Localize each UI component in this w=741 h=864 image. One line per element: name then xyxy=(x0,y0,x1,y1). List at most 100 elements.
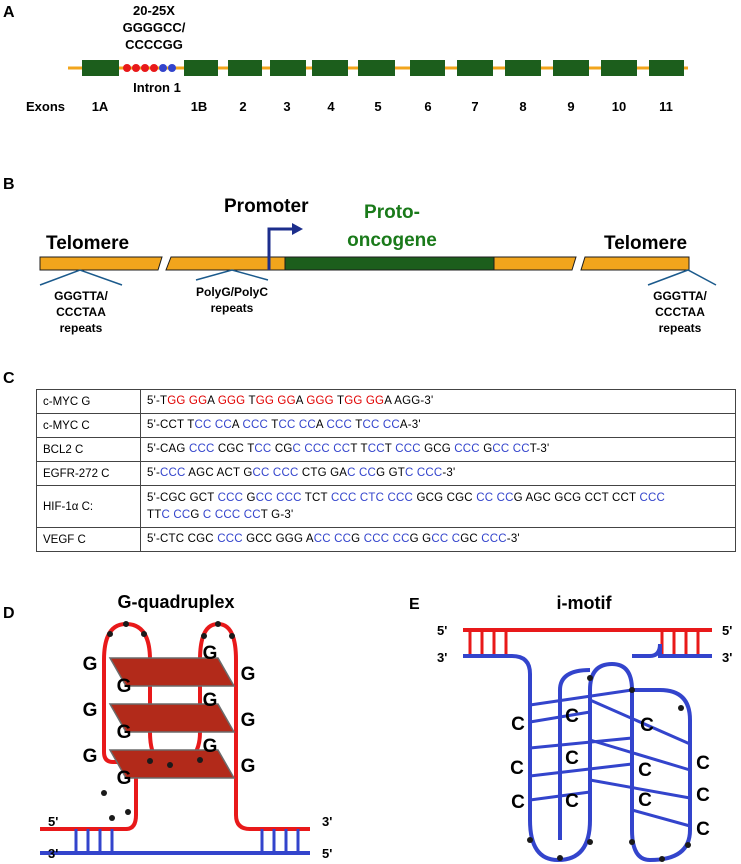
sequence-segment: A xyxy=(231,419,243,431)
sequence-segment: TCT xyxy=(301,491,331,504)
promoter-arrow-shaft xyxy=(267,227,293,270)
chromosome-segment-left xyxy=(39,256,163,271)
sequence-segment: C CCC xyxy=(404,467,443,479)
panel-label-b: B xyxy=(3,176,15,193)
sequence-segment: GCG CGC xyxy=(413,491,477,504)
g-letter: G xyxy=(117,676,132,697)
g-tetrad-plane xyxy=(108,703,236,733)
chromosome-segment-right xyxy=(580,256,690,271)
red-repeat-dot xyxy=(150,64,158,72)
sequence-segment: -3' xyxy=(506,533,520,545)
sequence-segment: 5'-CAG xyxy=(147,443,189,455)
exon-label: 11 xyxy=(659,99,673,114)
i-motif-strand xyxy=(463,654,692,862)
sequence-segment: G G xyxy=(409,533,432,545)
i-motif-top-basepairs-left xyxy=(468,630,508,654)
sequence-cell: 5'-TGG GGA GGG TGG GGA GGG TGG GGA AGG-3… xyxy=(140,389,736,414)
sequence-segment: GG GG xyxy=(167,395,208,407)
promoter-label: Promoter xyxy=(224,196,309,217)
right-callout-lines xyxy=(647,269,717,286)
sequence-segment: GCC GGG A xyxy=(242,533,314,545)
exon-5-block xyxy=(358,60,395,76)
blue-repeat-dot xyxy=(159,64,167,72)
left-repeat-label-2: CCCTAA xyxy=(56,305,106,319)
exon-label: 5 xyxy=(374,99,381,114)
exon-2-block xyxy=(228,60,262,76)
sequence-segment: C CC xyxy=(161,508,191,521)
sequence-cell: 5'-CGC GCT CCC GCC CCC TCT CCC CTC CCC G… xyxy=(140,485,736,528)
sequence-segment: 5'- xyxy=(147,467,161,479)
exon-1b-block xyxy=(184,60,218,76)
repeat-count-label: 20-25X xyxy=(133,3,175,18)
repeat-seq-label-1: GGGGCC/ xyxy=(123,20,186,35)
sequence-segment: CC CC xyxy=(362,419,400,431)
exons-label: Exons xyxy=(26,99,65,114)
c-letter: C xyxy=(511,714,525,735)
i-3prime-left-label: 3' xyxy=(437,650,447,665)
sequence-segment: CGC T xyxy=(214,443,255,455)
g-letter: G xyxy=(83,654,98,675)
g-letter: G xyxy=(117,722,132,743)
protooncogene-block xyxy=(284,256,495,271)
telomere-left-label: Telomere xyxy=(46,233,129,254)
sequence-cell: 5'-CTC CGC CCC GCC GGG ACC CCG CCC CCG G… xyxy=(140,527,736,552)
c-letter: C xyxy=(696,819,710,840)
sequence-segment: TT xyxy=(147,508,162,521)
sequence-segment: CCC xyxy=(188,443,215,455)
left-repeat-label-1: GGGTTA/ xyxy=(54,289,108,303)
sequence-segment: CC CC xyxy=(194,419,232,431)
c-letter: C xyxy=(565,791,579,812)
sequence-cell: 5'-CAG CCC CGC TCC CGC CCC CCT TCCT CCC … xyxy=(140,437,736,462)
red-repeat-dot xyxy=(123,64,131,72)
exon-label: 3 xyxy=(283,99,290,114)
intron-repeat-dots xyxy=(123,64,176,72)
sequence-segment: CC CC xyxy=(313,533,352,545)
sequence-segment: GCG xyxy=(420,443,455,455)
red-repeat-dot xyxy=(141,64,149,72)
exon-number-labels: 1A 1B 2 3 4 5 6 7 8 9 10 11 xyxy=(92,99,673,114)
sequence-segment: G xyxy=(190,508,203,521)
sequence-segment: CCC CC xyxy=(363,533,410,545)
c-letter: C xyxy=(640,715,654,736)
sequence-segment: GG GG xyxy=(255,395,296,407)
exon-blocks xyxy=(82,60,684,76)
blue-repeat-dot xyxy=(168,64,176,72)
c-letter: C xyxy=(638,760,652,781)
sequence-segment: A xyxy=(295,395,307,407)
left-callout-lines xyxy=(39,269,123,286)
sequence-segment: GC xyxy=(460,533,482,545)
g-letter: G xyxy=(83,700,98,721)
g-letter: G xyxy=(241,756,256,777)
i-motif-title: i-motif xyxy=(557,593,613,613)
exon-label: 7 xyxy=(471,99,478,114)
sequence-segment: CC CCC xyxy=(252,467,299,479)
protooncogene-label-1: Proto- xyxy=(364,202,420,223)
g-3prime-label: 3' xyxy=(48,846,58,861)
sequence-segment: 5'-CTC CGC xyxy=(147,533,218,545)
sequence-segment: T xyxy=(352,419,363,431)
sequence-segment: G xyxy=(479,443,493,455)
sequence-row: HIF-1α C:5'-CGC GCT CCC GCC CCC TCT CCC … xyxy=(36,485,736,528)
exon-8-block xyxy=(505,60,541,76)
poly-repeat-label-2: repeats xyxy=(211,301,254,315)
sequence-segment: CCC xyxy=(242,419,269,431)
i-motif-inner-loop xyxy=(558,668,591,691)
exon-10-block xyxy=(601,60,637,76)
c-letters: C C C C C C C C C C C C xyxy=(510,706,710,840)
sequence-segment: CC CC xyxy=(492,443,530,455)
sequence-segment: CCC xyxy=(454,443,480,455)
sequence-segment: T xyxy=(268,419,279,431)
g-letter: G xyxy=(203,643,218,664)
gene-name-cell: BCL2 C xyxy=(36,437,141,462)
sequence-segment: CG xyxy=(271,443,293,455)
sequence-segment: 5'-T xyxy=(147,395,168,407)
g-5prime-right-label: 5' xyxy=(322,846,332,861)
sequence-segment: G xyxy=(243,491,256,504)
exon-4-block xyxy=(312,60,348,76)
sequence-segment: T G-3' xyxy=(260,508,294,521)
gene-name-cell: c-MYC C xyxy=(36,413,141,438)
